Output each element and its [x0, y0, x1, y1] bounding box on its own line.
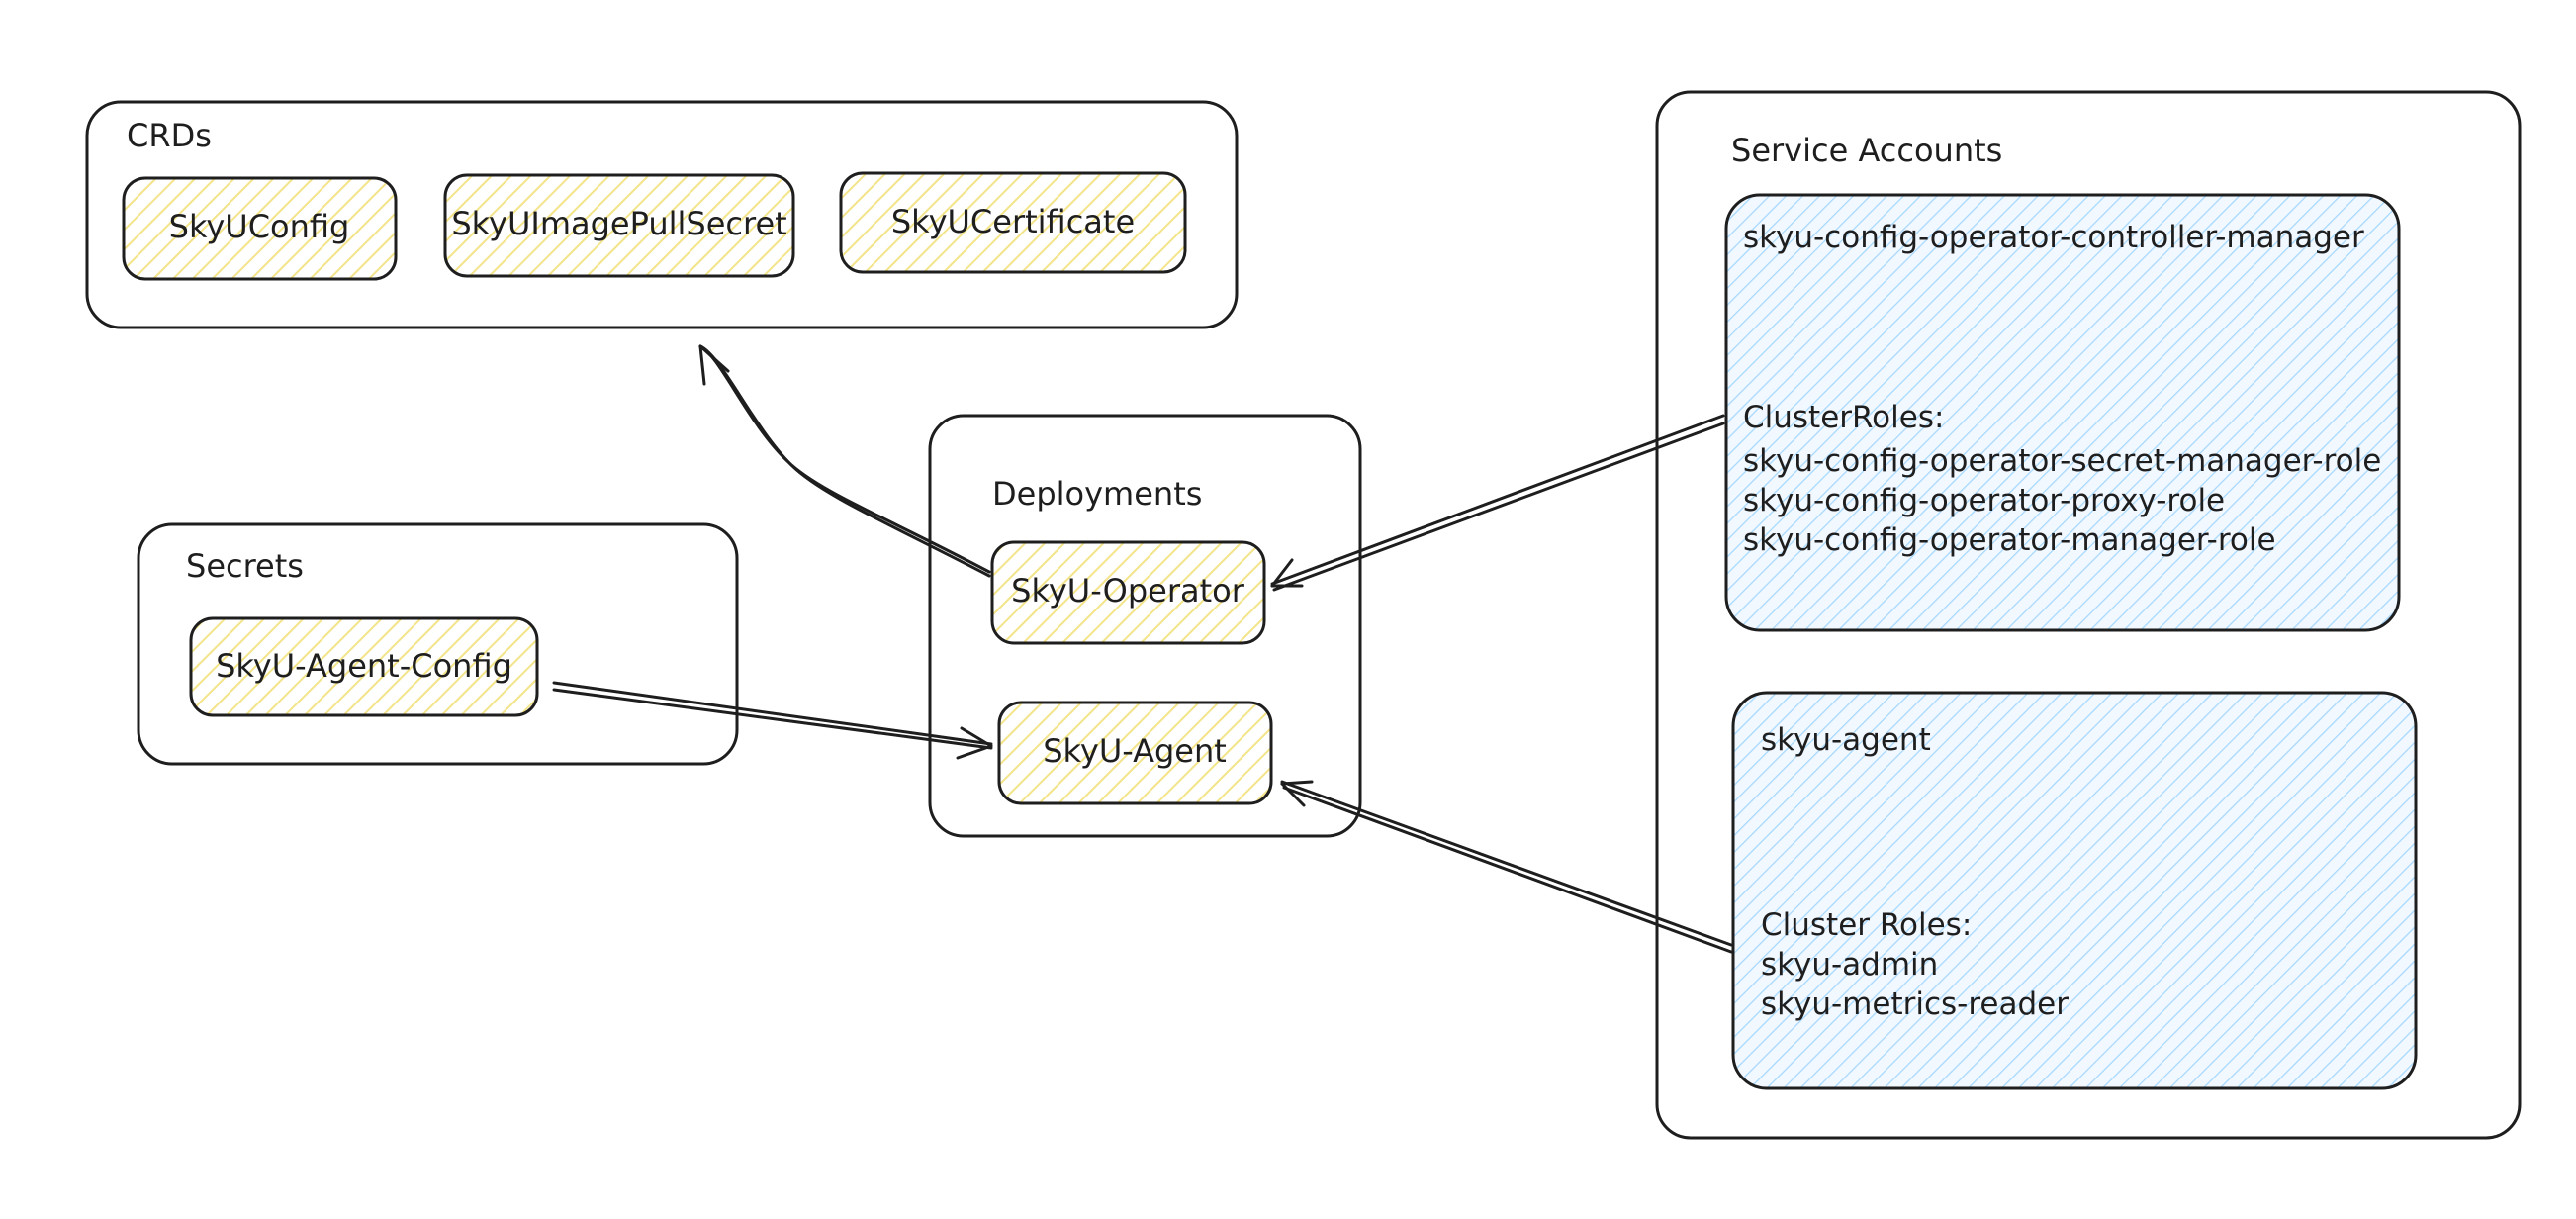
- crds-title: CRDs: [127, 117, 212, 154]
- deployments-group: [928, 414, 1362, 838]
- arrow-skyu-agent-account-to-agent: [1280, 780, 1733, 954]
- service-account-skyu-agent-role: skyu-admin: [1761, 947, 1938, 983]
- service-account-controller-manager-roles-heading: ClusterRoles:: [1743, 400, 1944, 435]
- service-account-skyu-agent-roles-heading: Cluster Roles:: [1761, 907, 1972, 943]
- deployment-node-skyu-agent-label: SkyU-Agent: [1043, 732, 1227, 770]
- crd-node-skyuconfig: [122, 176, 398, 281]
- service-account-controller-manager-role: skyu-config-operator-secret-manager-role: [1743, 443, 2381, 479]
- service-account-skyu-agent: [1731, 691, 2418, 1090]
- service-account-skyu-agent-name: skyu-agent: [1761, 722, 1931, 758]
- deployment-node-skyu-agent: [997, 701, 1273, 805]
- secret-node-skyu-agent-config: [189, 616, 539, 717]
- secret-node-skyu-agent-config-label: SkyU-Agent-Config: [216, 647, 512, 685]
- arrow-controller-manager-to-operator: [1270, 414, 1725, 592]
- service-account-controller-manager-name: skyu-config-operator-controller-manager: [1743, 220, 2364, 255]
- service-accounts-group: [1655, 90, 2522, 1140]
- secrets-group: [137, 522, 739, 766]
- arrow-operator-to-crds: [698, 344, 991, 578]
- service-account-controller-manager-role: skyu-config-operator-proxy-role: [1743, 483, 2225, 518]
- crd-node-skyuconfig-label: SkyUConfig: [169, 208, 350, 245]
- service-account-skyu-agent-role: skyu-metrics-reader: [1761, 986, 2069, 1022]
- crd-node-skyucertificate-label: SkyUCertificate: [891, 203, 1135, 240]
- deployment-node-skyu-operator-label: SkyU-Operator: [1011, 572, 1245, 610]
- secrets-title: Secrets: [186, 547, 304, 585]
- service-accounts-title: Service Accounts: [1731, 132, 2002, 169]
- crd-node-skyuimagepullsecret-label: SkyUImagePullSecret: [451, 205, 786, 242]
- crd-node-skyucertificate: [839, 171, 1187, 274]
- deployment-node-skyu-operator: [990, 540, 1266, 645]
- service-account-controller-manager: [1724, 193, 2401, 632]
- crd-node-skyuimagepullsecret: [443, 173, 795, 278]
- crds-group: [85, 100, 1239, 329]
- deployments-title: Deployments: [992, 475, 1202, 513]
- service-account-controller-manager-role: skyu-config-operator-manager-role: [1743, 522, 2276, 558]
- arrow-agent-config-to-agent: [552, 681, 993, 760]
